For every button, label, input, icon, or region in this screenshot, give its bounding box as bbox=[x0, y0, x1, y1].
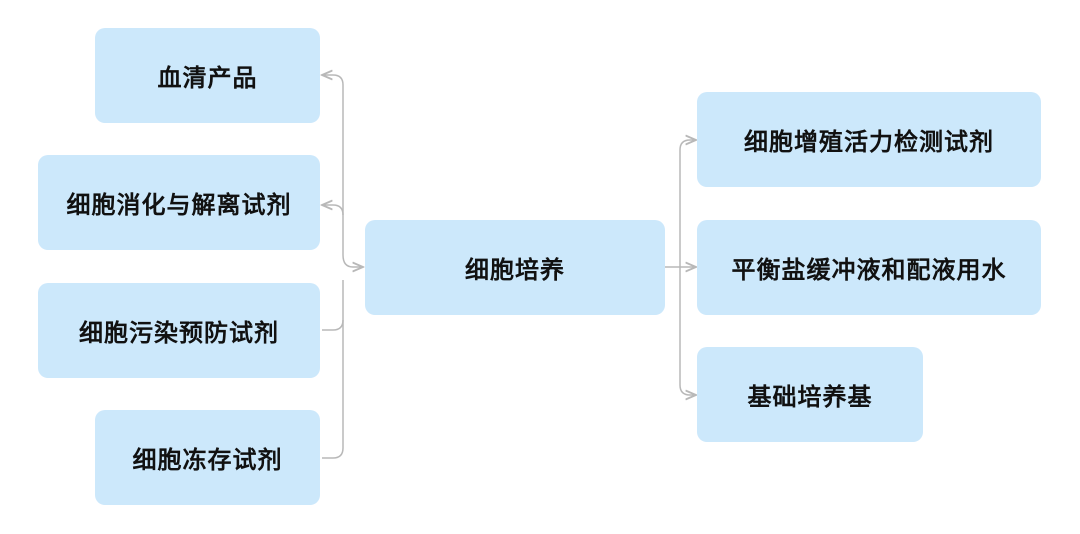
connector-left-2 bbox=[322, 205, 344, 216]
connector-left-4 bbox=[322, 320, 344, 459]
node-cell-culture-center: 细胞培养 bbox=[365, 220, 665, 315]
node-label: 细胞培养 bbox=[465, 256, 565, 284]
node-cryopreservation: 细胞冻存试剂 bbox=[95, 410, 320, 505]
node-label: 基础培养基 bbox=[747, 383, 873, 411]
node-label: 细胞增殖活力检测试剂 bbox=[744, 128, 994, 156]
connector-right-1 bbox=[679, 140, 696, 267]
connector-left-1 bbox=[322, 75, 344, 255]
node-contamination-prevention: 细胞污染预防试剂 bbox=[38, 283, 320, 378]
connector-center bbox=[342, 254, 363, 267]
node-label: 细胞消化与解离试剂 bbox=[66, 191, 292, 219]
node-label: 细胞污染预防试剂 bbox=[79, 319, 279, 347]
node-serum-products: 血清产品 bbox=[95, 28, 320, 123]
node-basal-medium: 基础培养基 bbox=[697, 347, 923, 442]
connector-right-3 bbox=[679, 267, 696, 395]
node-label: 平衡盐缓冲液和配液用水 bbox=[731, 256, 1007, 284]
connector-left-3 bbox=[322, 280, 344, 331]
node-digestion-reagents: 细胞消化与解离试剂 bbox=[38, 155, 320, 250]
node-balanced-salt-buffer: 平衡盐缓冲液和配液用水 bbox=[697, 220, 1041, 315]
node-proliferation-assay: 细胞增殖活力检测试剂 bbox=[697, 92, 1041, 187]
node-label: 血清产品 bbox=[157, 64, 258, 92]
node-label: 细胞冻存试剂 bbox=[132, 446, 283, 474]
